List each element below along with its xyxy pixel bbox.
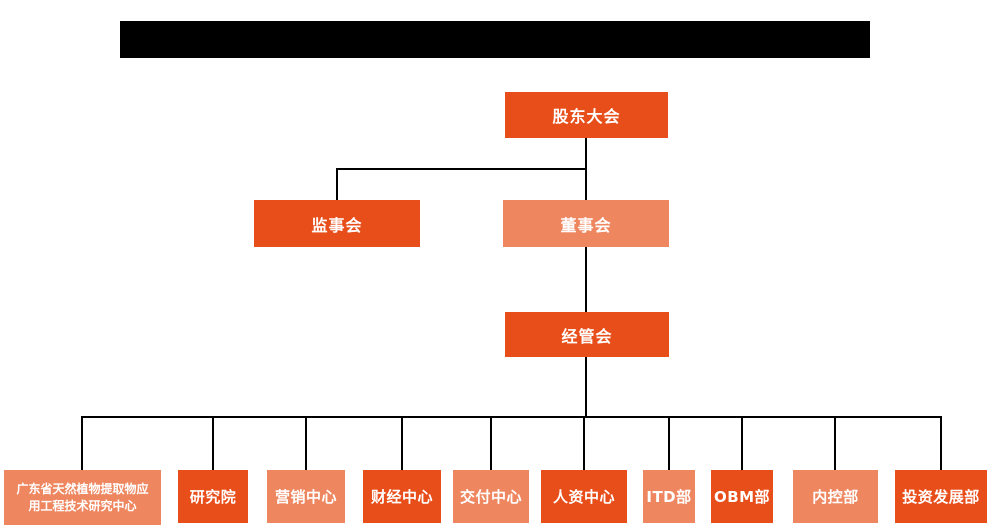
org-node-board-of-directors: 董事会 <box>503 200 669 247</box>
connector-drop-3 <box>305 416 307 470</box>
org-node-dept-research-institute: 研究院 <box>178 470 248 523</box>
connector-drop-4 <box>401 416 403 470</box>
connector-drop-2 <box>212 416 214 470</box>
org-node-supervisory-board: 监事会 <box>254 200 420 247</box>
org-node-dept-marketing-center: 营销中心 <box>267 470 345 523</box>
org-node-dept-hr-center: 人资中心 <box>541 470 627 523</box>
connector-board-to-management <box>585 247 587 312</box>
org-node-shareholders-meeting: 股东大会 <box>505 92 668 138</box>
connector-drop-1 <box>81 416 83 470</box>
redacted-title-block <box>120 21 870 58</box>
connector-branch-to-supervisory <box>336 168 338 200</box>
connector-drop-10 <box>940 416 942 470</box>
connector-drop-5 <box>490 416 492 470</box>
connector-drop-9 <box>834 416 836 470</box>
org-node-dept-investment-development: 投资发展部 <box>895 470 987 523</box>
org-node-dept-obm: OBM部 <box>711 470 773 523</box>
org-node-dept-internal-control: 内控部 <box>793 470 878 523</box>
connector-drop-6 <box>583 416 585 470</box>
connector-drop-7 <box>668 416 670 470</box>
org-node-management-committee: 经管会 <box>505 312 669 357</box>
org-node-dept-itd: ITD部 <box>643 470 695 523</box>
org-node-dept-finance-center: 财经中心 <box>363 470 441 523</box>
connector-management-to-bus <box>585 357 587 417</box>
connector-departments-bus <box>81 416 942 418</box>
org-node-dept-delivery-center: 交付中心 <box>453 470 529 523</box>
connector-branch-horizontal <box>336 168 587 170</box>
connector-drop-8 <box>741 416 743 470</box>
org-node-dept-research-center: 广东省天然植物提取物应用工程技术研究中心 <box>4 470 161 525</box>
